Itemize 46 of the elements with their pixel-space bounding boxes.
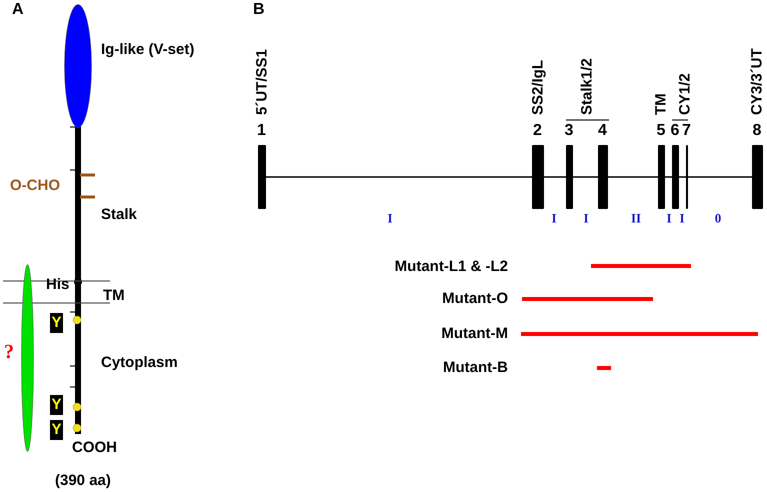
exon-number: 5	[656, 123, 666, 139]
exon-domain-label: CY1/2	[678, 73, 692, 115]
intron-line	[679, 176, 686, 178]
residue-label: His	[46, 277, 70, 292]
intron-phase: I	[679, 212, 685, 224]
panel-letter: A	[12, 2, 24, 18]
intron-phase: I	[387, 212, 393, 224]
terminus-label: COOH	[72, 440, 117, 455]
tyrosine-label: Y	[50, 395, 63, 415]
tyrosine-label: Y	[50, 420, 63, 440]
domain-label: Ig-like (V-set)	[101, 42, 194, 57]
exon-domain-label: SS2/IgL	[530, 60, 546, 115]
exon-number: 4	[598, 123, 607, 139]
intron-phase: I	[583, 212, 589, 224]
intron-line	[688, 176, 752, 178]
intron-line	[573, 176, 598, 178]
exon-domain-label: 5´UT/SS1	[254, 49, 270, 115]
mutant-label: Mutant-L1 & -L2	[394, 259, 508, 274]
intron-phase: II	[630, 212, 642, 224]
intron-line	[544, 176, 566, 178]
exon-domain-label: CY3/3´UT	[750, 48, 764, 115]
exon-number: 6	[670, 123, 680, 139]
panel-letter: B	[253, 2, 265, 18]
intron-line	[608, 176, 658, 178]
mutant-label: Mutant-M	[441, 326, 508, 341]
region-label: TM	[103, 288, 125, 303]
question-mark: ?	[4, 342, 14, 362]
mutant-label: Mutant-B	[443, 360, 508, 375]
exon-domain-label: TM	[654, 93, 668, 115]
intron-phase: I	[666, 212, 672, 224]
length-label: (390 aa)	[55, 473, 111, 488]
exon-number: 1	[257, 123, 266, 139]
exon-number: 7	[682, 123, 691, 139]
intron-phase: 0	[714, 212, 722, 224]
intron-phase: I	[551, 212, 557, 224]
exon-number: 8	[752, 123, 762, 139]
region-label: Stalk	[101, 207, 137, 222]
intron-line	[665, 176, 672, 178]
intron-line	[266, 176, 532, 178]
glycosylation-label: O-CHO	[10, 178, 60, 193]
exon-domain-label: Stalk1/2	[580, 58, 594, 115]
exon-number: 2	[533, 123, 542, 139]
region-label: Cytoplasm	[101, 355, 178, 370]
tyrosine-label: Y	[50, 313, 63, 333]
exon-number: 3	[564, 123, 574, 139]
mutant-label: Mutant-O	[442, 291, 508, 306]
